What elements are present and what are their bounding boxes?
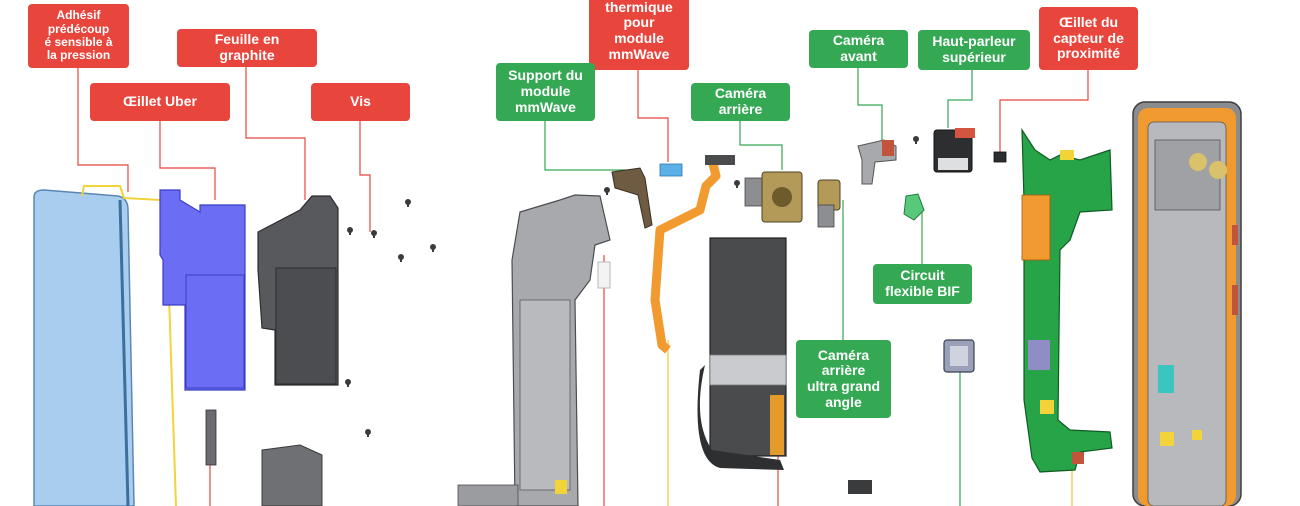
leader-mmwave-bracket bbox=[544, 120, 626, 180]
proximity-grommet bbox=[993, 151, 1007, 163]
leader-uber bbox=[159, 120, 216, 200]
small-flex-part bbox=[205, 409, 217, 466]
sim-tray-part bbox=[943, 339, 975, 373]
orange-flex-cable bbox=[650, 158, 721, 354]
flex-connector bbox=[705, 155, 735, 165]
motherboard bbox=[1021, 127, 1113, 473]
thermal-pad bbox=[659, 163, 683, 177]
ultrawide-camera-part bbox=[817, 179, 841, 228]
label-mmwave-bracket: Support du module mmWave bbox=[496, 63, 595, 121]
leader-top-speaker bbox=[947, 70, 973, 128]
graphite-sheet bbox=[257, 195, 339, 386]
leader-screws bbox=[359, 120, 371, 232]
leader-thermal bbox=[637, 70, 669, 162]
white-pad bbox=[597, 261, 611, 289]
label-adhesive: Adhésif prédécoup é sensible à la pressi… bbox=[28, 4, 129, 68]
rear-housing bbox=[1132, 101, 1242, 506]
label-graphite: Feuille en graphite bbox=[177, 29, 317, 67]
leader-front-camera bbox=[857, 68, 883, 140]
label-top-speaker: Haut-parleur supérieur bbox=[918, 30, 1030, 70]
mmwave-bracket-part bbox=[611, 167, 653, 229]
label-ultrawide-camera: Caméra arrière ultra grand angle bbox=[796, 340, 891, 418]
bottom-shield bbox=[261, 444, 323, 506]
label-bif-flex: Circuit flexible BIF bbox=[873, 264, 972, 304]
top-speaker-part bbox=[933, 128, 975, 173]
label-rear-camera: Caméra arrière bbox=[691, 83, 790, 121]
label-proximity-grommet: Œillet du capteur de proximité bbox=[1039, 7, 1138, 70]
leader-graphite bbox=[245, 66, 306, 200]
bif-flex-part bbox=[903, 193, 925, 221]
mid-frame bbox=[457, 194, 611, 506]
display-panel bbox=[33, 189, 135, 506]
bottom-connector bbox=[848, 480, 872, 494]
leader-proximity bbox=[999, 70, 1089, 152]
label-screws: Vis bbox=[311, 83, 410, 121]
leader-rear-camera bbox=[739, 121, 783, 170]
label-thermal-mmwave: thermique pour module mmWave bbox=[589, 0, 689, 70]
label-uber-grommet: Œillet Uber bbox=[90, 83, 230, 121]
leader-lines bbox=[77, 66, 1197, 506]
battery bbox=[697, 237, 787, 470]
leader-adhesive bbox=[77, 66, 129, 192]
label-front-camera: Caméra avant bbox=[809, 30, 908, 68]
rear-camera-part bbox=[744, 171, 803, 223]
front-camera-part bbox=[857, 139, 897, 185]
screws bbox=[345, 136, 919, 437]
uber-sheet bbox=[159, 189, 246, 391]
